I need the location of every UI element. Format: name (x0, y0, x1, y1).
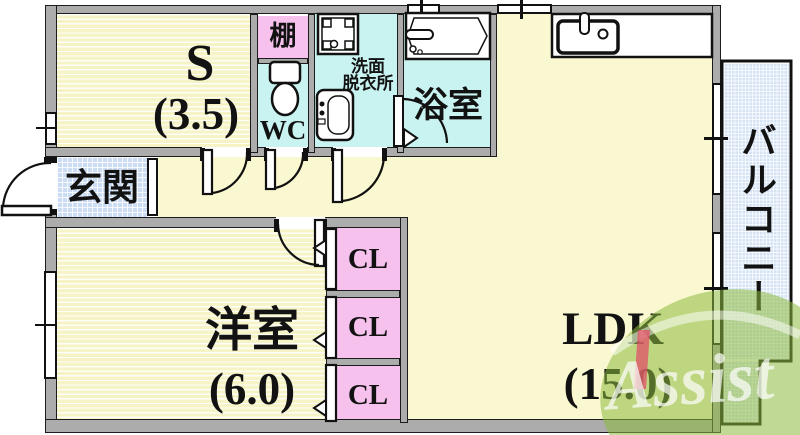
label-storage-size: (3.5) (152, 89, 240, 139)
room-entrance (57, 157, 147, 217)
doorjamb (44, 157, 57, 163)
wall-shelf-south (258, 58, 308, 64)
label-washroom-2: 脱衣所 (342, 74, 394, 93)
doorjamb (200, 148, 205, 161)
doorjamb (274, 219, 279, 232)
balcony-floor-lower (724, 361, 758, 422)
label-wc: WC (259, 115, 307, 145)
window-tick (520, 0, 523, 19)
wall-closet-div2 (326, 358, 400, 366)
window-tick (36, 127, 57, 129)
window-tick (704, 287, 728, 290)
room-closet-1 (336, 228, 400, 290)
door-entrance (0, 161, 53, 217)
opening-wc-door (266, 147, 307, 157)
room-ldk-top (497, 14, 712, 158)
doorjamb (264, 148, 269, 161)
doorjamb (322, 219, 327, 232)
label-ldk: LDK (562, 303, 664, 355)
label-closet-2: CL (347, 311, 389, 343)
label-bathroom: 浴室 (412, 86, 483, 125)
doorjamb (331, 148, 336, 161)
window-tick (420, 0, 423, 19)
opening-bath-door (397, 95, 404, 147)
wall-bathroom-east (490, 14, 497, 157)
room-closet-2 (336, 298, 400, 358)
label-balcony: バルコニー (736, 122, 776, 317)
room-shelf (258, 16, 308, 58)
label-ldk-size: (15.0) (563, 359, 673, 409)
wall-storage-east (250, 14, 258, 153)
wall-closet-div1 (326, 290, 400, 298)
wall-washroom-east (397, 14, 404, 153)
room-hallway (158, 157, 712, 218)
label-entrance: 玄関 (65, 168, 139, 209)
window-ldk-north (497, 4, 552, 14)
wall-bottom (45, 419, 721, 433)
room-bathroom (404, 14, 490, 147)
room-closet-3 (336, 366, 400, 419)
wall-wc-east (308, 14, 315, 153)
label-western-size: (6.0) (208, 364, 296, 414)
window-tick (704, 137, 728, 140)
wall-top (45, 5, 721, 14)
window-bath-north (407, 4, 440, 14)
doorjamb (303, 148, 308, 161)
window-tick (35, 324, 57, 326)
opening-washroom-door (333, 147, 387, 157)
doorjamb (44, 209, 57, 215)
opening-entrance-door (45, 163, 57, 210)
wall-western-north (45, 217, 408, 228)
entrance-step (147, 158, 158, 216)
label-shelf: 棚 (269, 21, 297, 51)
room-storage (57, 14, 250, 147)
label-closet-3: CL (347, 379, 389, 411)
label-storage: S (185, 35, 215, 92)
doorjamb (382, 148, 387, 161)
doorjamb (246, 148, 251, 161)
wall-closet-east (400, 217, 408, 423)
opening-storage-door (202, 147, 250, 157)
label-closet-1: CL (347, 243, 389, 275)
opening-western-door (276, 217, 325, 228)
label-washroom-1: 洗面 (351, 57, 385, 76)
label-western-room: 洋室 (205, 305, 299, 357)
